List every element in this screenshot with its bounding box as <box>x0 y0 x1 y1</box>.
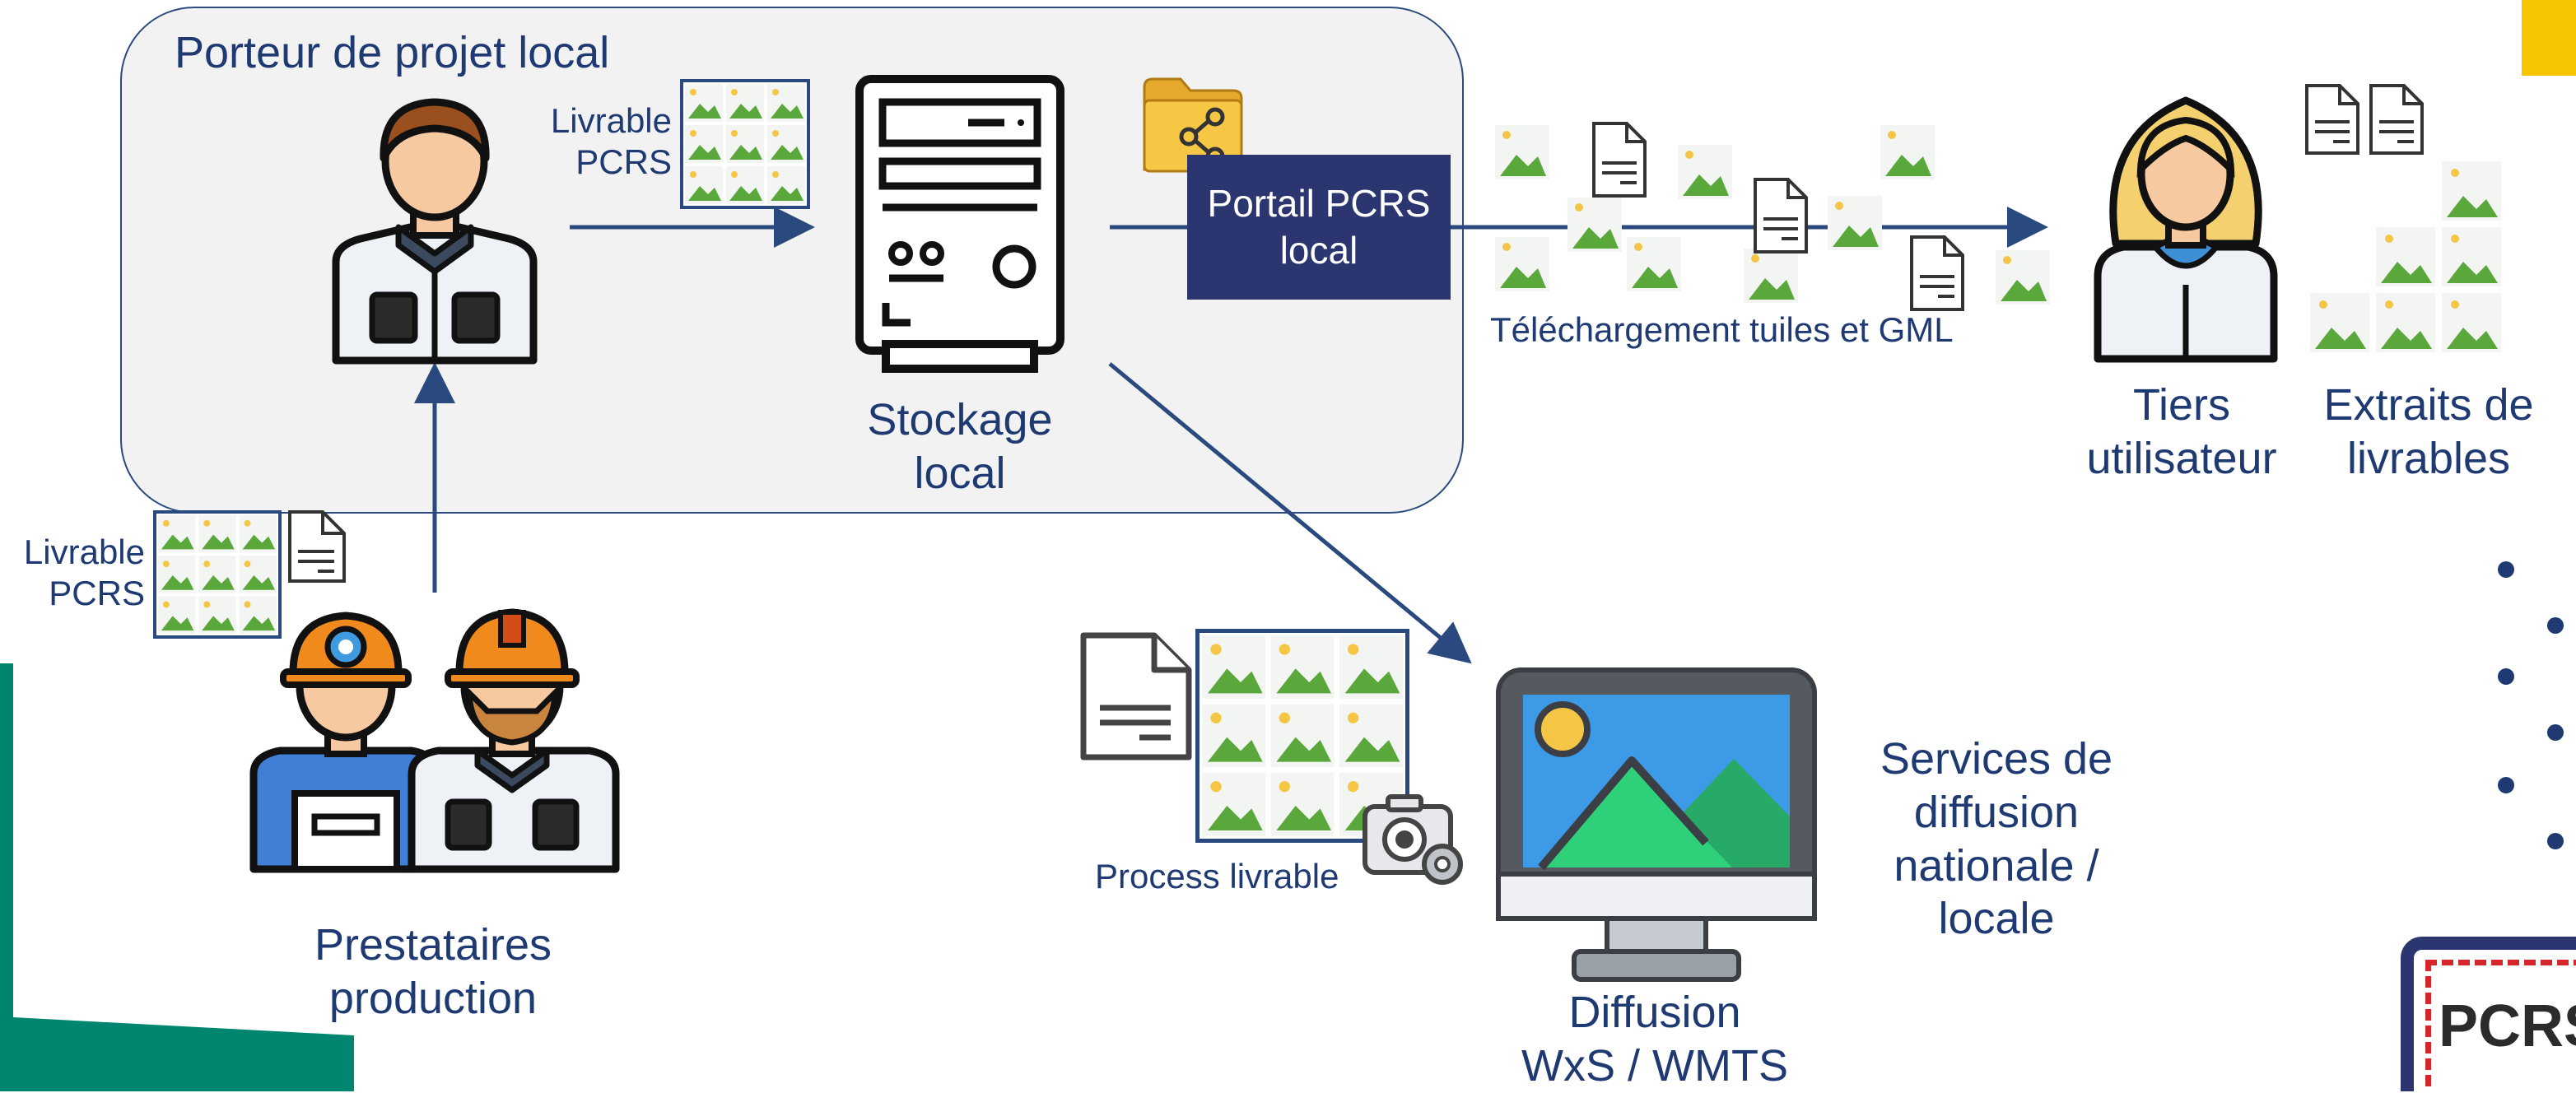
document-icon <box>1910 235 1964 311</box>
prestataires-label: Prestataires production <box>268 919 598 1026</box>
bullet-dot <box>2498 777 2514 793</box>
local-area-title: Porteur de projet local <box>175 28 610 77</box>
image-tile-icon <box>1495 237 1549 291</box>
image-tile-icon <box>1744 249 1798 303</box>
livrable-top-line2: PCRS <box>575 142 672 182</box>
document-icon <box>2369 84 2424 155</box>
production-workers-icon <box>249 608 620 873</box>
livrable-left-label: Livrable PCRS <box>0 532 145 615</box>
document-icon <box>288 510 346 583</box>
image-tile-icon <box>1627 237 1681 291</box>
bullet-dot <box>2498 668 2514 685</box>
tiers-line2: utilisateur <box>2086 433 2277 483</box>
tiers-label: Tiers utilisateur <box>2066 379 2297 486</box>
stockage-line1: Stockage <box>867 395 1053 444</box>
tile-grid-top-icon <box>685 84 805 204</box>
document-icon <box>1754 178 1808 253</box>
arrow-storage-to-diffusion <box>1108 362 1472 664</box>
project-owner-person-icon <box>332 98 538 365</box>
download-files-icons <box>1495 122 2050 311</box>
image-tile-icon <box>1828 196 1882 250</box>
camera-settings-icon <box>1363 794 1463 885</box>
livrable-left-line2: PCRS <box>49 574 145 613</box>
services-label: Services de diffusion nationale / locale <box>1836 733 2157 946</box>
livrable-top-line1: Livrable <box>550 101 672 140</box>
extracts-icons <box>2305 84 2501 352</box>
services-line3: nationale / <box>1894 840 2099 891</box>
bullet-dot <box>2547 833 2564 849</box>
stockage-label: Stockage local <box>836 393 1083 500</box>
diffusion-label: Diffusion WxS / WMTS <box>1457 986 1852 1093</box>
extraits-line1: Extraits de <box>2323 380 2534 430</box>
image-tile-icon <box>1880 125 1935 179</box>
diffusion-line2: WxS / WMTS <box>1521 1040 1788 1091</box>
teal-corner-shape <box>0 663 354 1091</box>
server-storage-icon <box>855 75 1064 373</box>
image-tile-icon <box>1495 125 1549 179</box>
image-tile-icon <box>1567 198 1622 252</box>
shared-folder-icon <box>1143 77 1243 173</box>
pcrs-logo-text: PCRS <box>2439 993 2576 1059</box>
stockage-line2: local <box>914 448 1006 498</box>
services-line2: diffusion <box>1913 787 2080 837</box>
bullet-dot <box>2547 617 2564 634</box>
image-tile-icon <box>1678 145 1732 199</box>
accent-yellow-corner <box>2522 0 2576 76</box>
prestataires-line1: Prestataires <box>314 920 552 970</box>
diffusion-line1: Diffusion <box>1568 988 1741 1037</box>
telechargement-label: Téléchargement tuiles et GML <box>1490 310 1954 349</box>
extraits-label: Extraits de livrables <box>2305 379 2552 486</box>
livrable-left-line1: Livrable <box>23 533 145 571</box>
extraits-line2: livrables <box>2346 433 2511 483</box>
services-line4: locale <box>1938 894 2055 944</box>
portail-pcrs-box: Portail PCRS local <box>1187 155 1451 300</box>
portail-line2: local <box>1279 229 1358 272</box>
process-label: Process livrable <box>1095 857 1339 895</box>
livrable-top-label: Livrable PCRS <box>502 100 672 184</box>
bullet-dot <box>2547 724 2564 741</box>
portail-line1: Portail PCRS <box>1207 181 1431 225</box>
bullet-dot <box>2498 561 2514 578</box>
pcrs-logo: PCRS <box>2397 933 2576 1091</box>
end-user-woman-icon <box>2094 96 2278 363</box>
document-icon <box>1080 632 1192 760</box>
document-icon <box>2305 84 2359 155</box>
image-tile-icon <box>1996 250 2050 305</box>
pcrs-logo-dashed <box>2425 960 2576 1091</box>
prestataires-line2: production <box>328 973 538 1023</box>
document-icon <box>1592 122 1647 198</box>
monitor-image-icon <box>1496 667 1817 982</box>
tiers-line1: Tiers <box>2133 380 2230 430</box>
services-line1: Services de <box>1880 734 2113 784</box>
